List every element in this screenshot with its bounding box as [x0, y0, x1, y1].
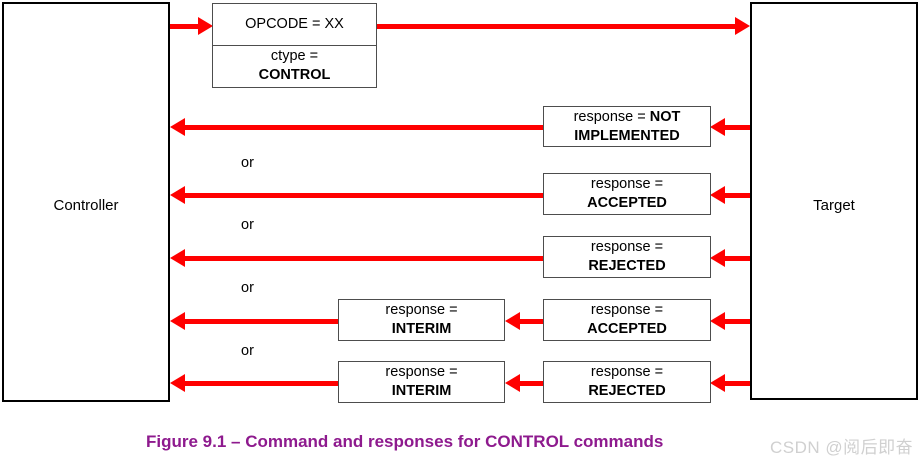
response-box-not-implemented: response = NOT IMPLEMENTED [543, 106, 711, 147]
rejected-1-arrow-head-box [710, 249, 725, 267]
command-ctype-value: CONTROL [258, 67, 331, 84]
response-not-implemented-value-part2: IMPLEMENTED [574, 127, 680, 144]
accepted-1-arrow-line-target [725, 193, 750, 198]
response-box-rejected-2: response = REJECTED [543, 361, 711, 403]
or-label-3: or [241, 280, 254, 296]
interim-2-arrow-head-controller [170, 374, 185, 392]
response-rejected-2-prefix: response = [590, 364, 664, 380]
response-accepted-2-cell: response = ACCEPTED [544, 300, 710, 340]
not-implemented-arrow-line-controller [185, 125, 543, 130]
or-label-2: or [241, 217, 254, 233]
response-not-implemented-cell: response = NOT IMPLEMENTED [544, 107, 710, 146]
rejected-1-arrow-head-controller [170, 249, 185, 267]
accepted-1-arrow-head-box [710, 186, 725, 204]
response-interim-1-value: INTERIM [391, 321, 452, 337]
rejected-2-arrow-line-target [725, 381, 750, 386]
accepted-2-arrow-line-target [725, 319, 750, 324]
command-arrow-line-left [170, 24, 198, 29]
command-arrow-head-target [735, 17, 750, 35]
rejected-1-arrow-line-target [725, 256, 750, 261]
response-interim-2-cell: response = INTERIM [339, 362, 504, 402]
command-opcode-text: OPCODE = XX [245, 15, 344, 32]
interim-2-arrow-line-controller [185, 381, 338, 386]
actor-controller: Controller [2, 2, 170, 402]
response-accepted-1-value: ACCEPTED [587, 195, 667, 211]
accepted-1-arrow-line-controller [185, 193, 543, 198]
response-box-accepted-1: response = ACCEPTED [543, 173, 711, 215]
not-implemented-arrow-head-controller [170, 118, 185, 136]
command-ctype-cell: ctype = CONTROL [213, 46, 376, 88]
command-arrow-line-right [377, 24, 735, 29]
actor-controller-label: Controller [53, 197, 119, 214]
response-rejected-1-prefix: response = [590, 239, 664, 255]
response-accepted-2-value: ACCEPTED [587, 321, 667, 337]
not-implemented-arrow-head-box [710, 118, 725, 136]
response-rejected-1-cell: response = REJECTED [544, 237, 710, 277]
response-box-interim-1: response = INTERIM [338, 299, 505, 341]
watermark: CSDN @阅后即奋 [770, 438, 914, 457]
response-rejected-1-value: REJECTED [588, 258, 666, 274]
accepted-1-arrow-head-controller [170, 186, 185, 204]
response-box-rejected-1: response = REJECTED [543, 236, 711, 278]
response-interim-2-prefix: response = [385, 364, 458, 380]
not-implemented-arrow-line-target [725, 125, 750, 130]
response-rejected-2-cell: response = REJECTED [544, 362, 710, 402]
or-label-4: or [241, 343, 254, 359]
command-opcode-cell: OPCODE = XX [213, 4, 376, 46]
command-message-box: OPCODE = XX ctype = CONTROL [212, 3, 377, 88]
actor-target-label: Target [813, 197, 855, 214]
figure-caption: Figure 9.1 – Command and responses for C… [146, 432, 664, 451]
interim-1-arrow-line-controller [185, 319, 338, 324]
interim-1-arrow-head-controller [170, 312, 185, 330]
response-accepted-2-prefix: response = [590, 302, 664, 318]
response-not-implemented-value-part1: NOT [649, 108, 681, 125]
response-not-implemented-prefix: response = [573, 108, 650, 125]
interim-2-arrow-head-interim [505, 374, 520, 392]
response-interim-1-prefix: response = [385, 302, 458, 318]
or-label-1: or [241, 155, 254, 171]
response-box-interim-2: response = INTERIM [338, 361, 505, 403]
response-interim-1-cell: response = INTERIM [339, 300, 504, 340]
response-accepted-1-prefix: response = [590, 176, 664, 192]
response-box-accepted-2: response = ACCEPTED [543, 299, 711, 341]
command-ctype-label: ctype = [270, 48, 319, 65]
interim-1-arrow-line-mid [520, 319, 543, 324]
command-arrow-head-command [198, 17, 213, 35]
interim-2-arrow-line-mid [520, 381, 543, 386]
response-accepted-1-cell: response = ACCEPTED [544, 174, 710, 214]
response-not-implemented-line1: response = NOT [574, 108, 681, 127]
accepted-2-arrow-head-box [710, 312, 725, 330]
response-rejected-2-value: REJECTED [588, 383, 666, 399]
interim-1-arrow-head-interim [505, 312, 520, 330]
rejected-1-arrow-line-controller [185, 256, 543, 261]
rejected-2-arrow-head-box [710, 374, 725, 392]
response-interim-2-value: INTERIM [391, 383, 452, 399]
actor-target: Target [750, 2, 918, 400]
